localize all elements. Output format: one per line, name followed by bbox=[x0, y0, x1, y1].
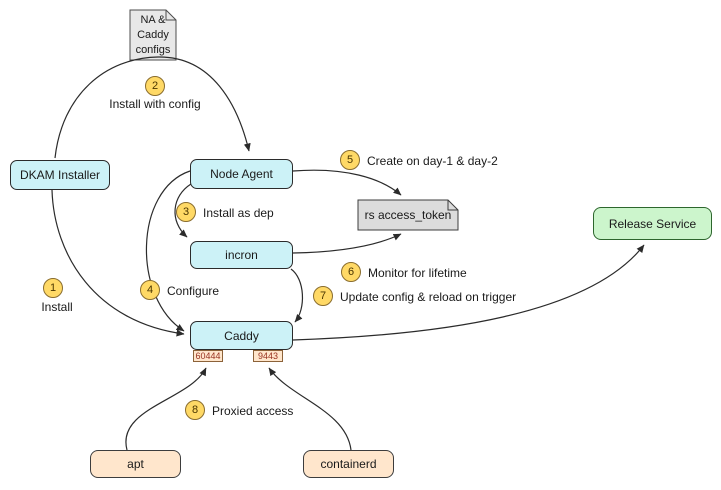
arrow-install-as-dep bbox=[174, 183, 192, 238]
step-3-label: Install as dep bbox=[203, 206, 274, 220]
step-2-label: Install with config bbox=[109, 97, 201, 111]
step-7-label: Update config & reload on trigger bbox=[340, 290, 517, 304]
configs-doc-node[interactable]: NA & Caddy configs bbox=[130, 10, 176, 60]
rs-token-doc-shape bbox=[357, 199, 459, 231]
step-8-badge: 8 bbox=[185, 400, 205, 420]
arrow-configure bbox=[145, 170, 191, 332]
configs-doc-fold bbox=[165, 10, 176, 21]
node-agent-node[interactable]: Node Agent bbox=[190, 159, 293, 189]
arrow-install bbox=[51, 189, 185, 337]
configs-doc-line1: NA & bbox=[140, 13, 166, 26]
apt-node[interactable]: apt bbox=[90, 450, 181, 478]
step-8-label: Proxied access bbox=[212, 404, 294, 418]
step-6-label: Monitor for lifetime bbox=[368, 266, 467, 280]
step-3-badge: 3 bbox=[176, 202, 196, 222]
rs-token-doc-fold bbox=[447, 200, 458, 211]
step-5-badge: 5 bbox=[340, 150, 360, 170]
step-7-badge: 7 bbox=[313, 286, 333, 306]
step-1-label: Install bbox=[41, 300, 73, 314]
arrow-install-with-config bbox=[54, 56, 251, 159]
rs-access-token-node[interactable]: rs access_token bbox=[364, 208, 452, 222]
arrow-create-token bbox=[292, 169, 402, 196]
caddy-port-60444[interactable]: 60444 bbox=[193, 350, 223, 362]
step-6-badge: 6 bbox=[341, 262, 361, 282]
step-2-badge: 2 bbox=[145, 76, 165, 96]
configs-doc-line3: configs bbox=[135, 43, 171, 56]
caddy-node[interactable]: Caddy bbox=[190, 321, 293, 350]
step-4-label: Configure bbox=[167, 284, 220, 298]
release-service-node[interactable]: Release Service bbox=[593, 207, 712, 240]
configs-doc-shape bbox=[129, 9, 177, 61]
incron-node[interactable]: incron bbox=[190, 241, 293, 269]
arrow-monitor-token bbox=[292, 233, 402, 254]
dkam-installer-node[interactable]: DKAM Installer bbox=[10, 160, 110, 190]
step-4-badge: 4 bbox=[140, 280, 160, 300]
step-1-badge: 1 bbox=[43, 278, 63, 298]
caddy-port-9443[interactable]: 9443 bbox=[253, 350, 283, 362]
step-5-label: Create on day-1 & day-2 bbox=[367, 154, 498, 168]
arrow-containerd-proxied bbox=[268, 367, 352, 451]
containerd-node[interactable]: containerd bbox=[303, 450, 394, 478]
arrow-apt-proxied bbox=[125, 367, 207, 451]
arrow-update-reload bbox=[290, 268, 304, 323]
arrow-caddy-to-release-service bbox=[292, 244, 645, 341]
configs-doc-line2: Caddy bbox=[137, 28, 169, 41]
